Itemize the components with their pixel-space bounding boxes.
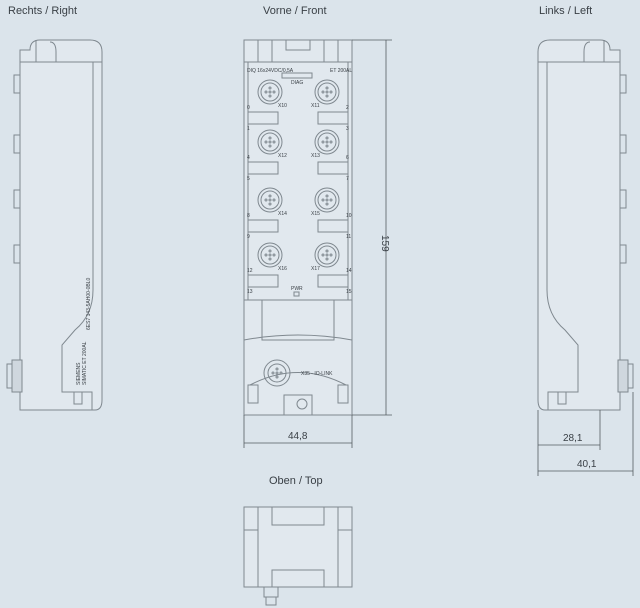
m12-connector	[314, 187, 340, 213]
channel-label: 9	[247, 234, 250, 240]
dimension-depth-total: 40,1	[538, 392, 634, 476]
top-view	[243, 506, 353, 606]
channel-label: 14	[346, 268, 352, 274]
channel-label: 15	[346, 289, 352, 295]
connector-label: X12	[278, 153, 287, 159]
product-label: ET 200AL	[330, 68, 352, 74]
channel-label: 3	[346, 126, 349, 132]
dimension-depth-body: 28,1	[537, 410, 601, 476]
dimension-front-width-value: 44,8	[288, 431, 308, 442]
side-product: SIMATIC ET 200AL	[82, 341, 88, 385]
channel-label: 1	[247, 126, 250, 132]
m12-connector	[314, 129, 340, 155]
left-side-view	[537, 39, 634, 411]
channel-label: 0	[247, 105, 250, 111]
channel-label: 11	[346, 234, 351, 240]
channel-label: 12	[247, 268, 253, 274]
channel-label: 6	[346, 155, 349, 161]
dimension-height-value: 159	[379, 235, 390, 252]
connector-label: X14	[278, 211, 287, 217]
label-field	[247, 111, 279, 125]
view-title-left: Links / Left	[539, 5, 592, 17]
m12-connector	[257, 187, 283, 213]
channel-label: 2	[346, 105, 349, 111]
channel-label: 10	[346, 213, 352, 219]
front-view: DIQ 16x24VDC/0,5A ET 200AL DIAG X10 0 1 X11…	[243, 39, 353, 416]
m12-connector	[314, 242, 340, 268]
label-field	[247, 161, 279, 175]
right-side-view: SIEMENS SIMATIC ET 200AL 6ES7 143-5AH00-…	[6, 39, 103, 411]
view-title-front: Vorne / Front	[263, 5, 327, 17]
channel-label: 4	[247, 155, 250, 161]
label-field	[247, 274, 279, 288]
connector-label: X13	[311, 153, 320, 159]
module-type-label: DIQ 16x24VDC/0,5A	[247, 68, 294, 74]
view-title-right: Rechts / Right	[8, 5, 77, 17]
m12-connector	[314, 79, 340, 105]
dimension-depth-total-value: 40,1	[577, 459, 597, 470]
view-title-top: Oben / Top	[269, 475, 323, 487]
connector-label: X11	[311, 103, 320, 109]
dimension-front-width: 44,8	[243, 415, 353, 448]
side-order-number: 6ES7 143-5AH00-0BL0	[86, 278, 92, 330]
label-field	[317, 274, 349, 288]
connector-label: X10	[278, 103, 287, 109]
dimension-height: 159	[352, 39, 392, 416]
m12-connector	[257, 242, 283, 268]
connector-label: X15	[311, 211, 320, 217]
label-field	[317, 161, 349, 175]
pwr-led-label: PWR	[291, 286, 303, 292]
side-brand: SIEMENS	[76, 362, 82, 385]
channel-label: 13	[247, 289, 253, 295]
label-field	[317, 111, 349, 125]
dimension-depth-body-value: 28,1	[563, 433, 583, 444]
channel-label: 8	[247, 213, 250, 219]
connector-label: X16	[278, 266, 287, 272]
label-field	[247, 219, 279, 233]
diag-led-label: DIAG	[291, 80, 303, 86]
iolink-label: X35 - IO-LINK	[301, 371, 333, 377]
m12-connector	[257, 129, 283, 155]
label-field	[317, 219, 349, 233]
channel-label: 7	[346, 176, 349, 182]
connector-label: X17	[311, 266, 320, 272]
channel-label: 5	[247, 176, 250, 182]
m12-connector	[257, 79, 283, 105]
